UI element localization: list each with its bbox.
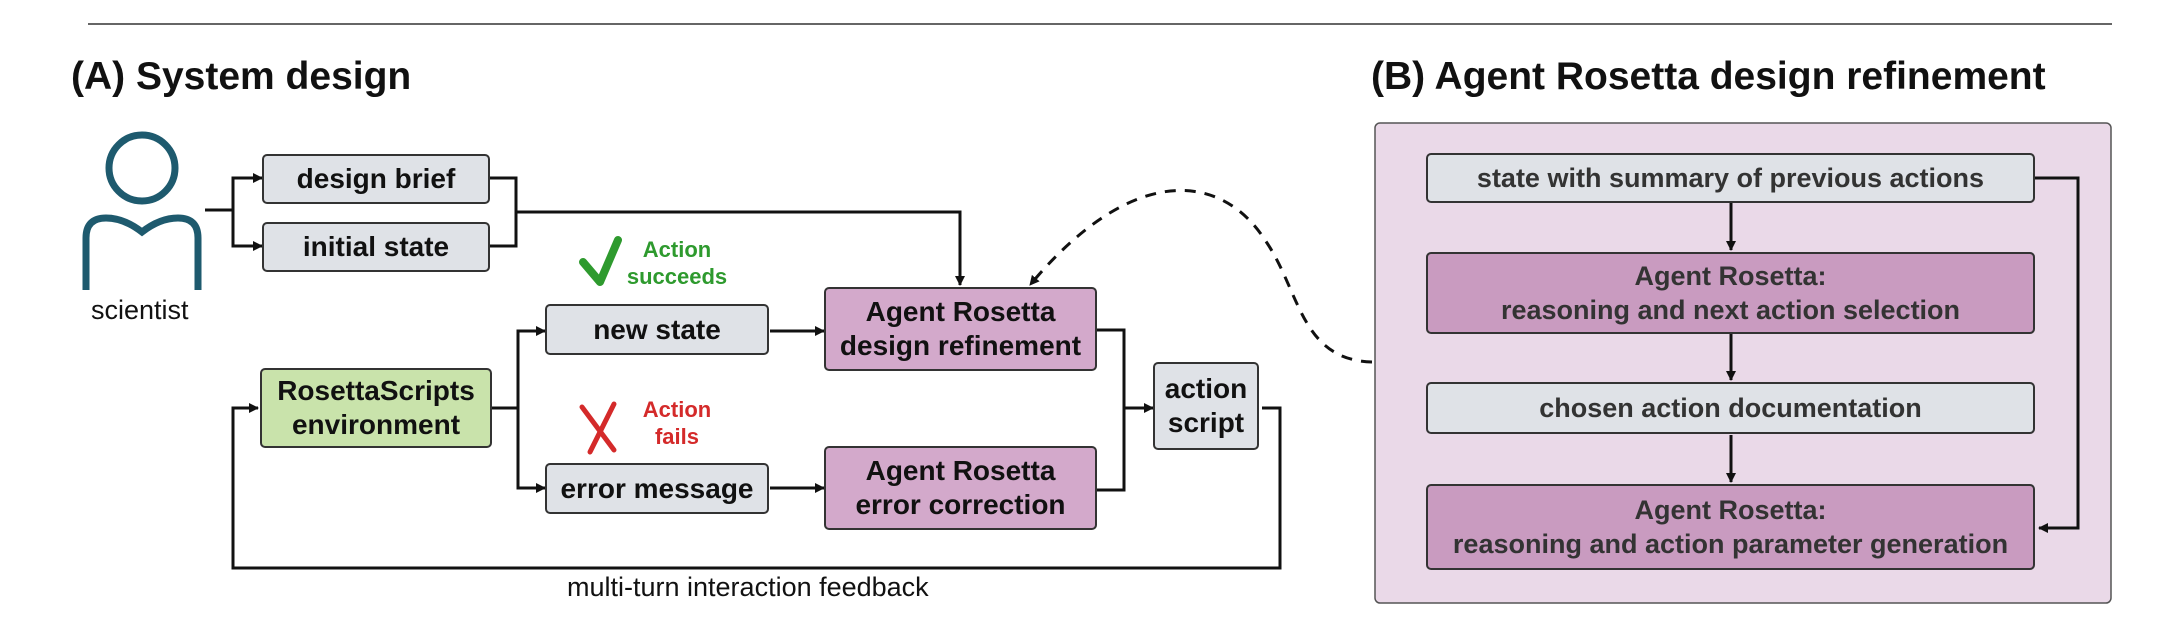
person-icon bbox=[82, 131, 202, 290]
arrow-refinement-to-script bbox=[1097, 328, 1153, 492]
panel-b-background bbox=[1374, 122, 2112, 604]
rosettascripts-environment-box: RosettaScripts environment bbox=[260, 368, 492, 448]
action-fails-label: Action fails bbox=[642, 397, 712, 449]
cross-icon bbox=[579, 401, 617, 455]
arrow-env-to-new-state bbox=[492, 326, 546, 410]
agent-rosetta-refinement-box: Agent Rosetta design refinement bbox=[824, 287, 1097, 371]
section-b-title: (B) Agent Rosetta design refinement bbox=[1371, 55, 2046, 98]
design-brief-box: design brief bbox=[262, 154, 490, 204]
section-a-title: (A) System design bbox=[71, 55, 412, 98]
feedback-label: multi-turn interaction feedback bbox=[567, 572, 929, 602]
scientist-label: scientist bbox=[91, 295, 189, 325]
new-state-box: new state bbox=[545, 304, 769, 355]
checkmark-icon bbox=[579, 236, 622, 286]
arrow-b-skip bbox=[2035, 176, 2080, 533]
arrow-feedback-loop bbox=[231, 403, 1282, 570]
action-documentation-box: chosen action documentation bbox=[1426, 382, 2035, 434]
arrow-env-to-error bbox=[516, 408, 546, 493]
action-script-box: action script bbox=[1153, 362, 1259, 450]
state-summary-box: state with summary of previous actions bbox=[1426, 153, 2035, 203]
agent-rosetta-correction-box: Agent Rosetta error correction bbox=[824, 446, 1097, 530]
dashed-link-to-panel bbox=[1028, 189, 1373, 364]
action-succeeds-label: Action succeeds bbox=[626, 237, 728, 289]
error-message-box: error message bbox=[545, 463, 769, 514]
parameter-generation-box: Agent Rosetta: reasoning and action para… bbox=[1426, 484, 2035, 570]
arrow-to-initial-state bbox=[231, 210, 263, 251]
arrow-merge-to-refinement bbox=[490, 176, 960, 285]
arrow-scientist-split bbox=[205, 173, 263, 212]
initial-state-box: initial state bbox=[262, 222, 490, 272]
next-action-selection-box: Agent Rosetta: reasoning and next action… bbox=[1426, 252, 2035, 334]
